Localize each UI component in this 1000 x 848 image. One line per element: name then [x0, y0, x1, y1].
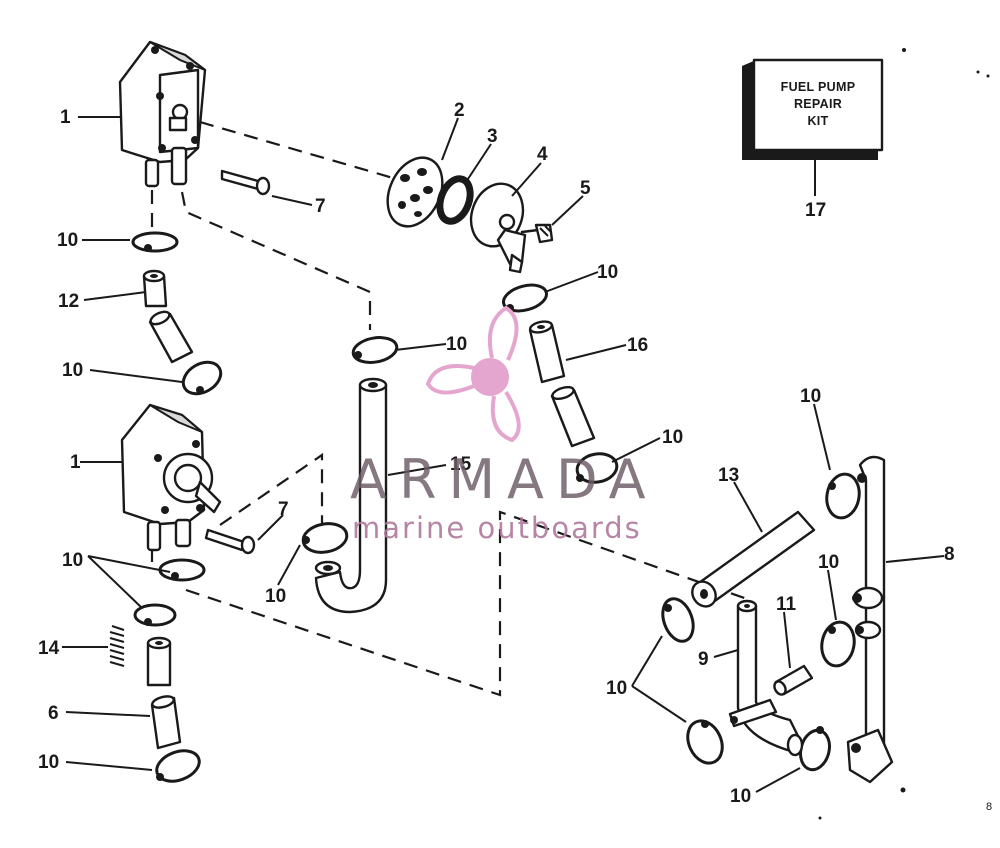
callout-8: 8 — [944, 544, 955, 565]
callout-12: 12 — [58, 291, 79, 312]
callout-17: 17 — [805, 200, 826, 221]
connector-11 — [773, 664, 814, 696]
callout-10-b: 10 — [62, 360, 83, 381]
callout-10-cd: 10 — [62, 550, 83, 571]
callout-10-i: 10 — [662, 427, 683, 448]
hose-13 — [691, 510, 816, 608]
callout-4: 4 — [537, 144, 548, 165]
hose-12 — [142, 269, 194, 364]
armada-watermark: ARMADA marine outboards — [350, 305, 658, 545]
callout-14: 14 — [38, 638, 60, 659]
callout-10-k: 10 — [818, 552, 839, 573]
callout-10-a: 10 — [57, 230, 78, 251]
clip-10-i — [575, 452, 619, 484]
callout-10-j: 10 — [800, 386, 821, 407]
clip-10-f — [351, 336, 399, 364]
callout-5: 5 — [580, 178, 591, 199]
leader-lines — [62, 116, 945, 793]
callout-10-f: 10 — [446, 334, 467, 355]
callout-13: 13 — [718, 465, 739, 486]
propeller-logo — [425, 305, 521, 443]
kit-label-line-2: REPAIR — [794, 97, 842, 111]
watermark-brand: ARMADA — [350, 448, 658, 511]
screw-7-lower — [204, 528, 256, 555]
screw-7-upper — [220, 169, 271, 196]
pump-cover-4 — [469, 182, 527, 274]
clip-10-b — [181, 360, 223, 396]
callout-2: 2 — [454, 100, 465, 121]
clip-10-g — [301, 522, 349, 554]
repair-kit-17: FUEL PUMP REPAIR KIT — [742, 58, 884, 196]
clip-10-a — [131, 231, 179, 253]
scan-specks — [818, 48, 990, 820]
callout-1-lower: 1 — [70, 452, 81, 473]
kit-label-line-3: KIT — [807, 114, 828, 128]
screw-5 — [520, 223, 554, 244]
fitting-9 — [728, 599, 804, 757]
gasket-3 — [436, 175, 474, 225]
fuel-pump-upper — [118, 40, 207, 188]
callout-16: 16 — [627, 335, 648, 356]
callout-7-upper: 7 — [315, 196, 326, 217]
spring-14 — [109, 625, 125, 667]
clip-10-c — [158, 558, 206, 582]
hose-15 — [314, 377, 388, 614]
callout-10-m: 10 — [730, 786, 751, 807]
callout-9: 9 — [698, 649, 709, 670]
hose-6 — [146, 636, 182, 750]
hose-16 — [528, 320, 596, 448]
watermark-tagline: marine outboards — [352, 511, 642, 545]
fuel-line-8 — [846, 455, 894, 784]
kit-label-line-1: FUEL PUMP — [781, 80, 856, 94]
clip-10-e — [155, 749, 201, 783]
callout-10-h: 10 — [597, 262, 618, 283]
callout-labels: 1 2 3 4 5 7 17 10 12 10 16 10 10 10 10 1… — [38, 100, 992, 813]
dashed-connectors — [150, 120, 751, 697]
fuel-pump-lower — [120, 403, 222, 552]
callout-15: 15 — [450, 454, 472, 475]
callout-3: 3 — [487, 126, 498, 147]
page-mark: 8 — [986, 801, 992, 813]
clip-10-j — [825, 472, 861, 520]
callout-11: 11 — [776, 594, 797, 615]
callout-10-l: 10 — [606, 678, 627, 699]
clip-10-d — [133, 603, 177, 627]
clip-10-k — [820, 620, 856, 668]
callout-6: 6 — [48, 703, 59, 724]
callout-10-e: 10 — [38, 752, 59, 773]
callout-10-g: 10 — [265, 586, 286, 607]
callout-7-lower: 7 — [278, 499, 289, 520]
callout-1-upper: 1 — [60, 107, 71, 128]
